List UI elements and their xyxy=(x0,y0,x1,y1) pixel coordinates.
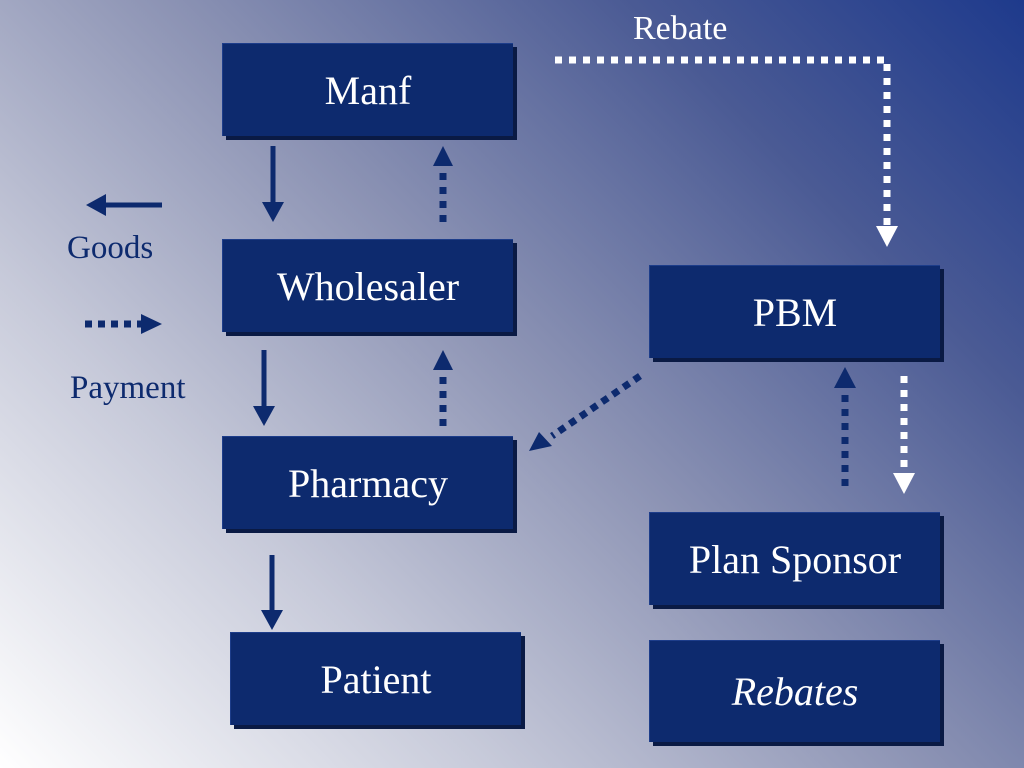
node-pbm-label: PBM xyxy=(752,289,838,335)
node-rebates: Rebates xyxy=(649,640,940,742)
node-wholesaler: Wholesaler xyxy=(222,239,513,332)
goods-arrow-pharmacy-to-patient xyxy=(261,555,283,630)
legend-payment-label: Payment xyxy=(70,370,186,406)
rebate-arrow-manf-to-pbm xyxy=(555,56,898,247)
legend-goods-label: Goods xyxy=(67,230,154,266)
node-wholesaler-label: Wholesaler xyxy=(276,263,460,309)
node-pharmacy-label: Pharmacy xyxy=(288,460,448,506)
rebate-arrow-pbm-to-plansponsor xyxy=(893,376,915,494)
goods-arrow-manf-to-wholesaler xyxy=(262,146,284,222)
payment-arrow-pharmacy-to-wholesaler xyxy=(433,350,453,426)
payment-arrow-plansponsor-to-pbm xyxy=(834,367,856,486)
node-plan-sponsor: Plan Sponsor xyxy=(649,512,940,605)
payment-arrow-pbm-to-pharmacy xyxy=(529,373,642,451)
node-patient: Patient xyxy=(230,632,521,725)
rebate-label: Rebate xyxy=(633,10,728,47)
node-rebates-label: Rebates xyxy=(731,669,859,714)
goods-arrow-wholesaler-to-pharmacy xyxy=(253,350,275,426)
node-manf: Manf xyxy=(222,43,513,136)
node-pharmacy: Pharmacy xyxy=(222,436,513,529)
legend-payment-arrow-icon xyxy=(85,314,162,334)
node-manf-label: Manf xyxy=(324,67,412,113)
node-pbm: PBM xyxy=(649,265,940,358)
node-plan-sponsor-label: Plan Sponsor xyxy=(688,536,902,582)
node-patient-label: Patient xyxy=(320,656,432,702)
legend-goods-arrow-icon xyxy=(86,194,162,216)
payment-arrow-wholesaler-to-manf xyxy=(433,146,453,222)
